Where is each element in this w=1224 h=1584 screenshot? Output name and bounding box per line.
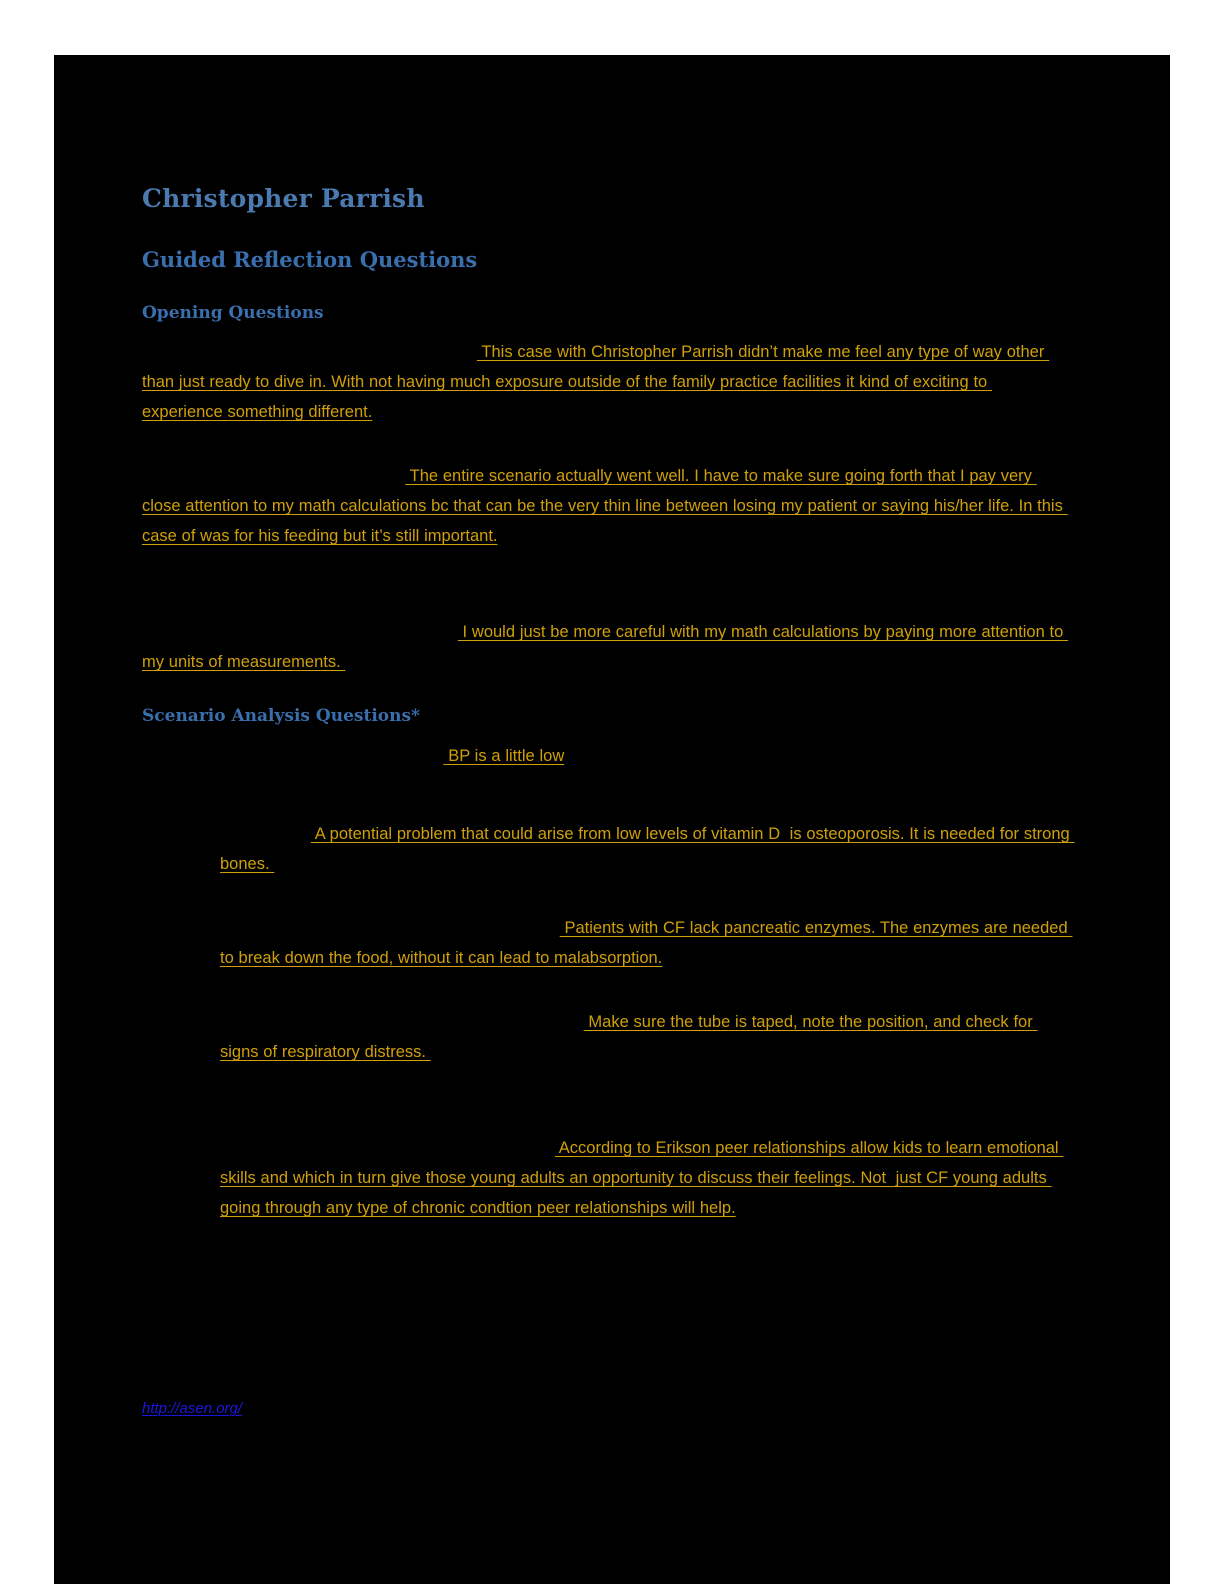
section-heading-opening-questions: Opening Questions: [142, 302, 324, 323]
document-subtitle: Guided Reflection Questions: [142, 246, 478, 272]
answer-scenario-2-lead-space: [220, 825, 311, 843]
paragraph-spacer: [142, 987, 1072, 1007]
answer-scenario-5: According to Erikson peer relationships …: [142, 1133, 1072, 1223]
answer-scenario-2-text: A potential problem that could arise fro…: [220, 824, 1075, 873]
paragraph-spacer: [142, 441, 1072, 461]
section-heading-scenario-analysis-questions: Scenario Analysis Questions*: [142, 706, 420, 727]
answer-opening-3-text: I would just be more careful with my mat…: [142, 623, 1069, 672]
answer-scenario-3: Patients with CF lack pancreatic enzymes…: [142, 913, 1072, 973]
answer-opening-3-lead-space: [142, 623, 458, 641]
answer-scenario-1-text: BP is a little low: [443, 746, 565, 765]
answer-scenario-3-text: Patients with CF lack pancreatic enzymes…: [220, 918, 1073, 967]
answer-scenario-4-text: Make sure the tube is taped, note the po…: [220, 1012, 1038, 1061]
paragraph-spacer: [142, 1081, 1072, 1133]
answer-opening-1: This case with Christopher Parrish didn’…: [142, 337, 1072, 427]
answer-scenario-5-text: According to Erikson peer relationships …: [220, 1138, 1064, 1217]
paragraph-spacer: [142, 785, 1072, 819]
footer-link-row: http://asen.org/: [142, 1400, 242, 1418]
document-page: Christopher Parrish Guided Reflection Qu…: [54, 55, 1170, 1584]
answer-opening-2: The entire scenario actually went well. …: [142, 461, 1072, 551]
answer-scenario-1-lead-space: [142, 747, 443, 765]
answer-scenario-2: A potential problem that could arise fro…: [142, 819, 1072, 879]
answer-scenario-5-lead-space: [220, 1139, 555, 1157]
page-title: Christopher Parrish: [142, 184, 425, 213]
answer-scenario-4-lead-space: [220, 1013, 584, 1031]
answer-scenario-3-lead-space: [220, 919, 560, 937]
answer-scenario-1: BP is a little low: [142, 741, 1072, 771]
document-content: Christopher Parrish Guided Reflection Qu…: [142, 184, 1072, 1237]
paragraph-spacer: [142, 893, 1072, 913]
answer-opening-2-lead-space: [142, 467, 405, 485]
paragraph-spacer: [142, 565, 1072, 617]
answer-opening-1-text: This case with Christopher Parrish didn’…: [142, 343, 1050, 422]
source-link[interactable]: http://asen.org/: [142, 1400, 243, 1417]
answer-opening-2-text: The entire scenario actually went well. …: [142, 467, 1068, 546]
answer-opening-1-lead-space: [142, 343, 477, 361]
answer-opening-3: I would just be more careful with my mat…: [142, 617, 1072, 677]
answer-scenario-4: Make sure the tube is taped, note the po…: [142, 1007, 1072, 1067]
